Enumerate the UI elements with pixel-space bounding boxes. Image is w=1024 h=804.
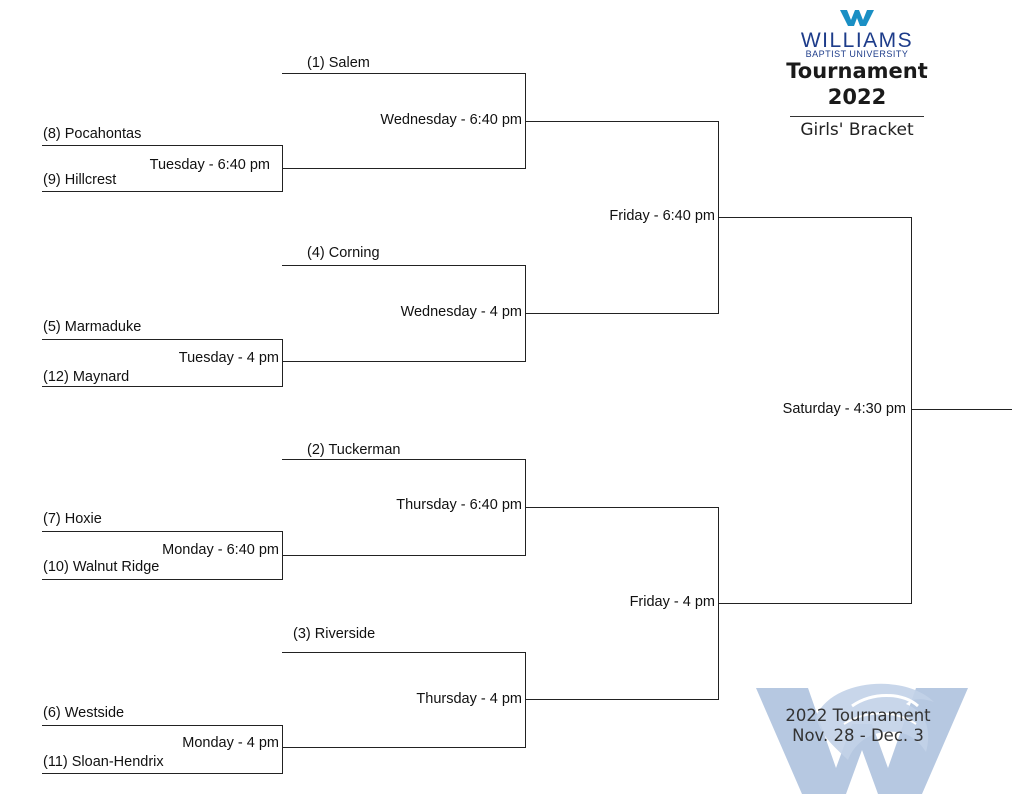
bracket-line xyxy=(42,773,282,774)
game-time: Wednesday - 6:40 pm xyxy=(380,112,522,128)
bracket-line xyxy=(42,725,282,726)
team-walnut-ridge: (10) Walnut Ridge xyxy=(43,559,160,575)
game-time: Monday - 6:40 pm xyxy=(162,542,279,558)
bracket-line xyxy=(282,555,525,556)
game-time: Monday - 4 pm xyxy=(182,735,279,751)
game-time: Friday - 6:40 pm xyxy=(609,208,715,224)
bracket-line xyxy=(718,603,911,604)
game-time: Friday - 4 pm xyxy=(629,594,715,610)
bracket-line xyxy=(282,168,525,169)
logo-subtitle: BAPTIST UNIVERSITY xyxy=(805,49,909,59)
williams-logo-icon xyxy=(840,10,874,26)
bracket-line xyxy=(42,339,282,340)
bracket-line xyxy=(282,652,525,653)
bracket-line xyxy=(42,145,282,146)
logo-name: WILLIAMS xyxy=(800,29,914,52)
watermark-line1: 2022 Tournament xyxy=(785,706,931,725)
header: WILLIAMS BAPTIST UNIVERSITY Tournament 2… xyxy=(786,10,928,140)
game-time: Tuesday - 6:40 pm xyxy=(149,157,270,173)
bracket-line xyxy=(911,409,1012,410)
eagle-watermark-icon xyxy=(756,683,968,794)
bracket-line xyxy=(525,699,718,700)
bracket-line xyxy=(911,217,912,604)
team-westside: (6) Westside xyxy=(43,705,125,721)
bracket-line xyxy=(42,579,282,580)
team-riverside: (3) Riverside xyxy=(293,626,376,642)
bracket-line xyxy=(282,265,525,266)
team-maynard: (12) Maynard xyxy=(43,369,130,385)
page-title-year: 2022 xyxy=(827,85,887,109)
team-hoxie: (7) Hoxie xyxy=(43,511,102,527)
game-time: Tuesday - 4 pm xyxy=(178,350,279,366)
team-tuckerman: (2) Tuckerman xyxy=(307,442,401,458)
game-time: Wednesday - 4 pm xyxy=(400,304,522,320)
title-divider xyxy=(790,116,924,117)
bracket-line xyxy=(525,507,718,508)
team-hillcrest: (9) Hillcrest xyxy=(43,172,117,188)
bracket-line xyxy=(282,361,525,362)
team-pocahontas: (8) Pocahontas xyxy=(43,126,142,142)
bracket-line xyxy=(525,652,526,748)
bracket-line xyxy=(42,531,282,532)
bracket-line xyxy=(42,191,282,192)
team-salem: (1) Salem xyxy=(307,55,370,71)
bracket-line xyxy=(282,73,525,74)
bracket-line xyxy=(282,459,525,460)
bracket-line xyxy=(718,217,911,218)
team-marmaduke: (5) Marmaduke xyxy=(43,319,142,335)
game-time: Thursday - 4 pm xyxy=(416,691,522,707)
bracket-line xyxy=(525,313,718,314)
game-time: Saturday - 4:30 pm xyxy=(782,401,906,417)
watermark-text: 2022 Tournament Nov. 28 - Dec. 3 xyxy=(772,706,944,746)
page-title: Tournament xyxy=(786,59,928,83)
game-time: Thursday - 6:40 pm xyxy=(396,497,522,513)
bracket-line xyxy=(282,725,283,774)
bracket-line xyxy=(282,339,283,387)
watermark-line2: Nov. 28 - Dec. 3 xyxy=(792,726,924,745)
team-sloan-hendrix: (11) Sloan-Hendrix xyxy=(43,754,164,770)
bracket-line xyxy=(525,121,718,122)
page-subtitle: Girls' Bracket xyxy=(800,120,914,140)
bracket-line xyxy=(282,747,525,748)
bracket-line xyxy=(42,386,282,387)
team-corning: (4) Corning xyxy=(307,245,380,261)
